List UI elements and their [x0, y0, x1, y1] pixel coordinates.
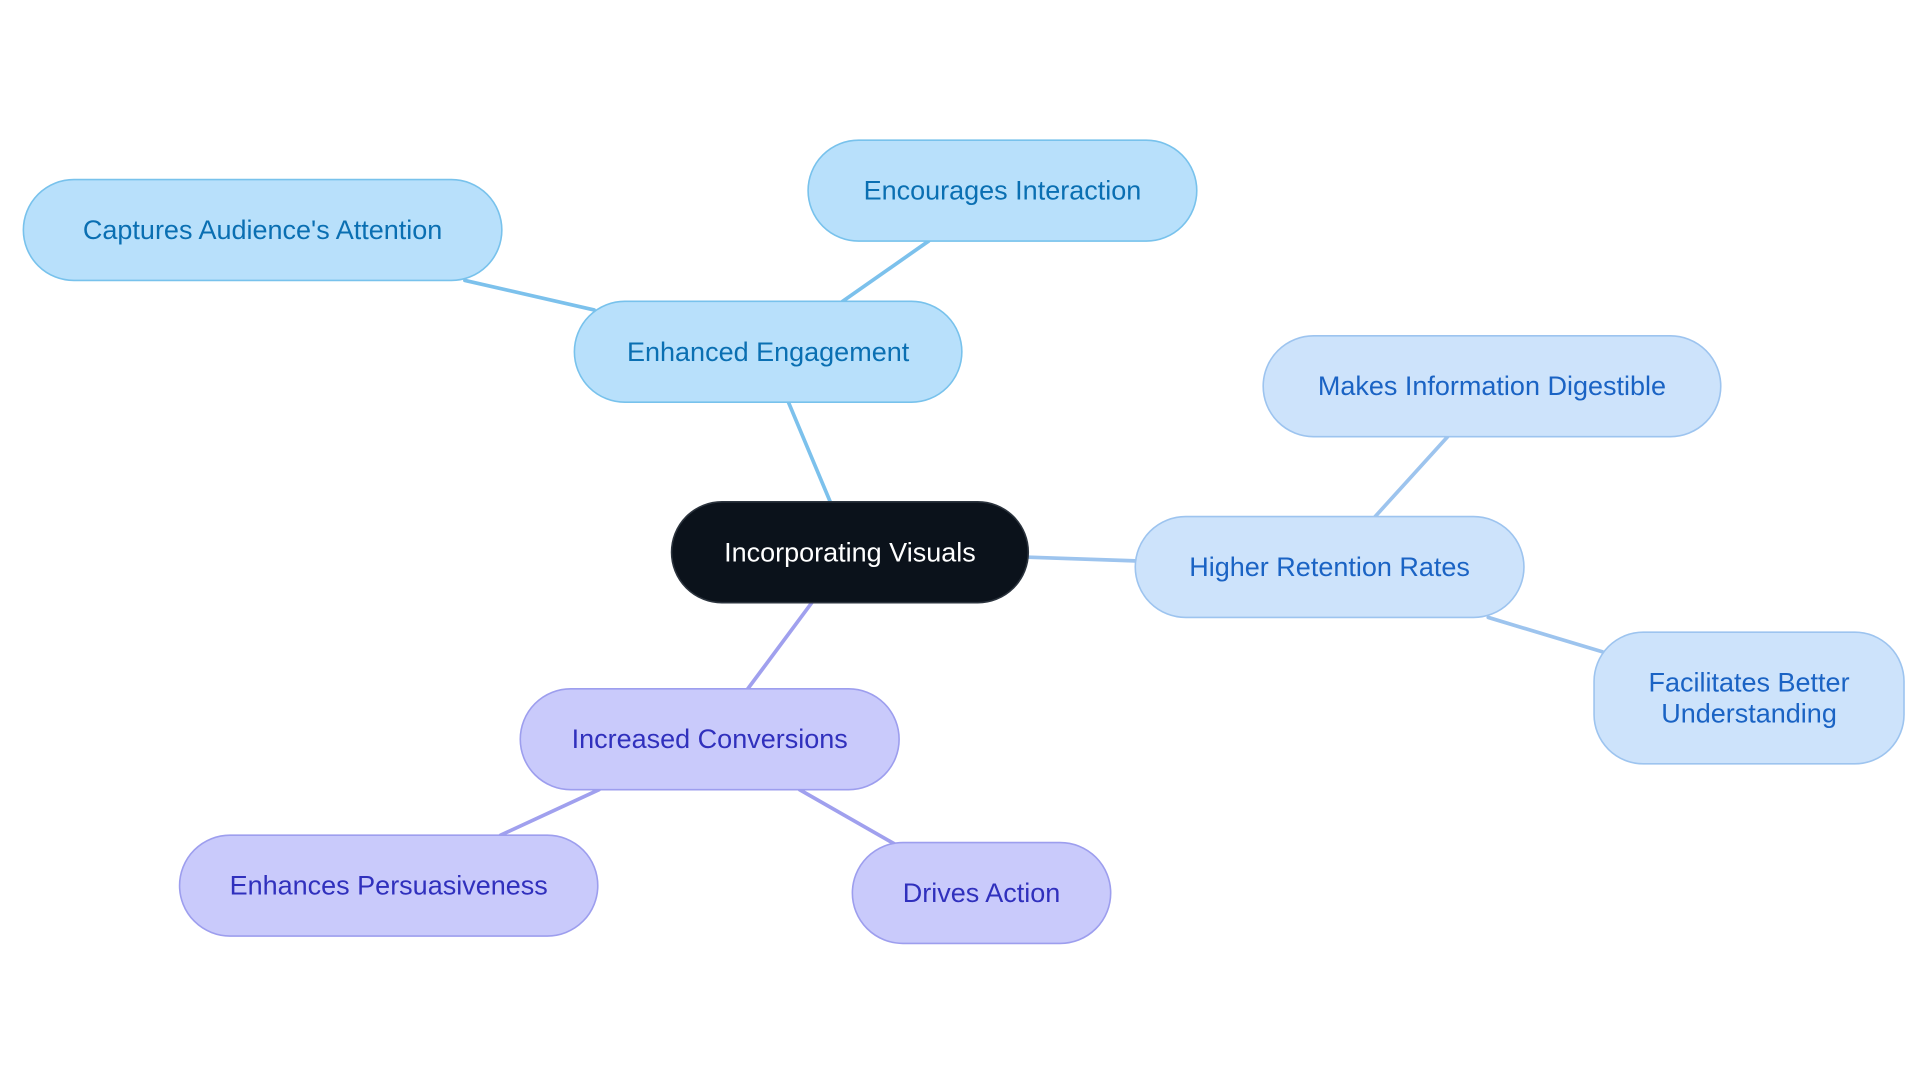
node-facilitates-shape — [1593, 631, 1905, 765]
edge-conversion-action — [797, 787, 897, 846]
connector-lines — [463, 239, 1605, 846]
node-action-label: Drives Action — [903, 878, 1061, 908]
node-conversion-label: Increased Conversions — [572, 724, 848, 754]
node-root-label: Incorporating Visuals — [724, 537, 976, 567]
node-conversion-shape — [519, 687, 900, 791]
node-encourages-label: Encourages Interaction — [864, 176, 1142, 206]
node-conversion[interactable]: Increased Conversions — [519, 687, 900, 791]
node-captures-label: Captures Audience's Attention — [83, 215, 442, 245]
edge-retention-digestible — [1373, 434, 1450, 519]
node-digestible-shape — [1262, 334, 1722, 438]
node-engagement-label: Enhanced Engagement — [627, 337, 910, 367]
node-persuasive-label: Enhances Persuasiveness — [230, 871, 548, 901]
node-captures[interactable]: Captures Audience's Attention — [22, 178, 503, 282]
nodes: Incorporating Visuals Enhanced Engagement… — [22, 139, 1905, 945]
node-root-shape — [670, 501, 1030, 604]
node-encourages[interactable]: Encourages Interaction — [807, 139, 1198, 242]
node-engagement-shape — [573, 300, 963, 404]
edge-root-engagement — [786, 400, 833, 504]
node-digestible-label: Makes Information Digestible — [1318, 371, 1666, 401]
node-captures-shape — [22, 178, 503, 282]
node-persuasive-shape — [178, 834, 599, 937]
edge-engagement-encourages — [840, 239, 931, 304]
node-persuasive[interactable]: Enhances Persuasiveness — [178, 834, 599, 937]
node-action[interactable]: Drives Action — [851, 841, 1112, 945]
edge-root-retention — [1026, 555, 1138, 563]
node-digestible[interactable]: Makes Information Digestible — [1262, 334, 1722, 438]
edge-retention-facilitates — [1486, 615, 1605, 654]
node-encourages-shape — [807, 139, 1198, 242]
node-action-shape — [851, 841, 1112, 945]
node-retention-label: Higher Retention Rates — [1189, 552, 1470, 582]
edge-conversion-persuasive — [498, 787, 601, 838]
node-engagement[interactable]: Enhanced Engagement — [573, 300, 963, 404]
edge-engagement-captures — [463, 278, 596, 312]
node-retention-shape — [1134, 515, 1525, 619]
node-root[interactable]: Incorporating Visuals — [670, 501, 1030, 604]
edge-root-conversion — [745, 600, 814, 691]
node-retention[interactable]: Higher Retention Rates — [1134, 515, 1525, 619]
